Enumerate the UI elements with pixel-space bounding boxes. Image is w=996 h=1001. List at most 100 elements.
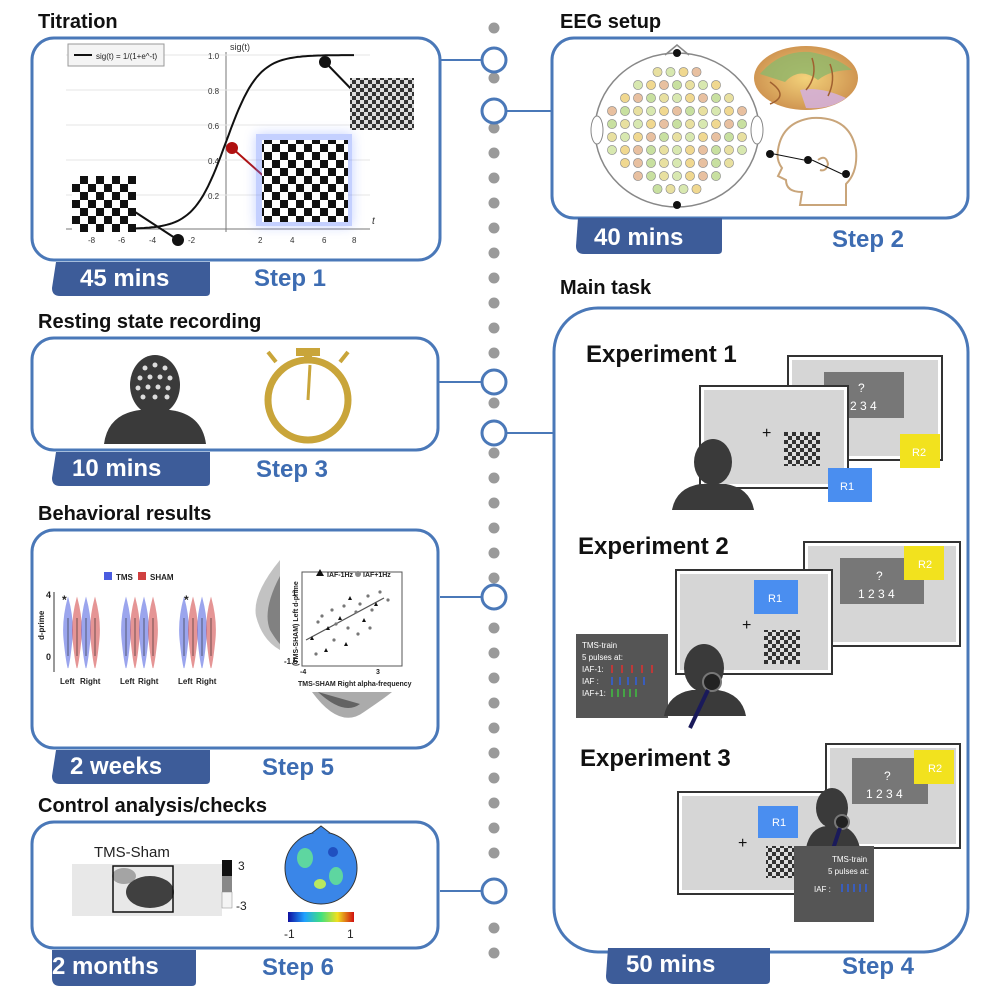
exp1-question: ? <box>858 381 865 395</box>
scatter-x-density-b <box>318 692 360 708</box>
eeg-electrode <box>672 132 682 142</box>
exp2-tms-row-3: IAF+1: <box>582 689 606 698</box>
exp1-checkerboard <box>784 432 820 466</box>
resting-panel <box>30 336 440 452</box>
scatter-point-iaf-plus <box>346 626 350 630</box>
timeline-dot <box>488 722 500 734</box>
sigmoid-ytick-3: 0.6 <box>208 122 220 131</box>
timeline-marker-eeg <box>480 97 508 125</box>
tf-map-title: TMS-Sham <box>94 844 170 861</box>
sigmoid-xtick-6: 4 <box>290 236 295 245</box>
titration-title: Titration <box>38 11 118 33</box>
scatter-points <box>310 590 390 656</box>
timeline-dot <box>488 797 500 809</box>
exp3-title: Experiment 3 <box>580 745 731 772</box>
topoplot: -1 1 <box>284 825 358 941</box>
exp3-tms-sub: 5 pulses at: <box>828 867 869 876</box>
sigmoid-xlabel: t <box>372 216 376 227</box>
eeg-electrode <box>685 106 695 116</box>
scatter-ylabel: (TMS-SHAM) Left d-prime <box>293 581 300 666</box>
violin-ytick-top: 4 <box>46 590 51 600</box>
exp1-participant-body <box>672 484 754 510</box>
eeg-electrode <box>691 67 702 77</box>
violin-xlabel-right-1: Right <box>80 677 101 686</box>
timeline-dot <box>488 472 500 484</box>
timeline-dot <box>488 147 500 159</box>
eeg-electrode <box>633 132 643 142</box>
timeline-marker-control <box>480 877 508 905</box>
timeline-dot <box>488 522 500 534</box>
exp2-tms-panel <box>576 634 668 718</box>
exp2-tms-coil-handle <box>688 689 710 729</box>
behavioral-title: Behavioral results <box>38 503 211 525</box>
high-level-dot <box>319 56 331 68</box>
resting-title: Resting state recording <box>38 311 261 333</box>
eeg-electrode <box>698 132 708 142</box>
exp2-tms-coil-icon <box>702 672 722 692</box>
low-level-dot <box>172 234 184 246</box>
exp3-tms-coil-icon <box>834 814 850 830</box>
scatter-y-density-b <box>267 576 280 644</box>
timeline-dot <box>488 247 500 259</box>
timeline <box>488 22 500 959</box>
behavioral-duration-badge <box>52 750 210 784</box>
eeg-electrode <box>698 80 708 90</box>
eeg-electrode-ground <box>673 49 681 57</box>
scatter-point-iaf-plus <box>366 594 370 598</box>
violin-xlabel-left-1: Left <box>60 677 75 686</box>
sigmoid-xtick-3: -4 <box>149 236 157 245</box>
titration-duration: 45 mins <box>80 265 169 292</box>
eeg-electrode <box>633 119 643 129</box>
eeg-electrode <box>711 119 721 129</box>
scatter-xtick-left: -4 <box>300 669 306 676</box>
timeline-marker-behavioral <box>480 583 508 611</box>
sigmoid-ytick-5: 0.2 <box>208 192 220 201</box>
timeline-dot <box>488 772 500 784</box>
exp3-pulse-train-iaf <box>841 884 867 892</box>
sigmoid-plot: 1.0 0.8 0.6 0.4 0.2 sig(t) t -8 -6 -4 -2… <box>66 42 414 246</box>
tf-colorbar-top: 3 <box>238 859 245 873</box>
eeg-electrode <box>659 106 669 116</box>
eeg-electrode <box>724 132 734 142</box>
exp3-options: 1 2 3 4 <box>866 787 903 801</box>
exp1-r2-label: R2 <box>912 447 926 459</box>
eeg-electrode <box>685 158 695 168</box>
timeline-dot <box>488 22 500 34</box>
main-task-duration: 50 mins <box>626 951 715 978</box>
timeline-marker-titration <box>480 46 508 74</box>
sigmoid-xtick-1: -8 <box>88 236 96 245</box>
eeg-electrode <box>633 145 643 155</box>
brain-illustration <box>754 46 858 110</box>
sigmoid-legend-box <box>67 43 165 67</box>
exp2-pulse-train-iaf-minus-1 <box>611 665 653 673</box>
eeg-electrode <box>685 80 695 90</box>
exp2-r1-label: R1 <box>768 593 782 605</box>
exp2-options: 1 2 3 4 <box>858 587 895 601</box>
eeg-electrode <box>685 171 695 181</box>
eeg-electrode <box>659 145 669 155</box>
eeg-electrode <box>711 93 721 103</box>
exp3-r2-label: R2 <box>928 763 942 775</box>
exp2-stimuli: ? 1 2 3 4 R2 + R1 TMS-train 5 pulses at:… <box>576 541 961 729</box>
eeg-electrode <box>724 145 734 155</box>
eeg-electrode <box>607 119 617 129</box>
legend-tms: TMS <box>116 573 134 582</box>
threshold-dot <box>226 142 238 154</box>
eeg-electrode <box>678 67 689 77</box>
eeg-electrode <box>607 145 617 155</box>
eeg-electrode <box>711 106 721 116</box>
head-silhouette-icon <box>104 355 206 444</box>
eeg-cap-layout <box>590 44 764 209</box>
scatter-ytick-bottom: -1.5 <box>284 657 298 666</box>
sigmoid-legend-text: sig(t) = 1/(1+e^-t) <box>96 52 157 61</box>
timeline-dot <box>488 947 500 959</box>
tf-map-cluster <box>126 876 174 908</box>
timeline-dot <box>488 172 500 184</box>
eeg-electrode <box>620 93 630 103</box>
scatter-point-iaf-plus <box>370 608 374 612</box>
exp1-r1-label: R1 <box>840 481 854 493</box>
eeg-electrode <box>737 119 747 129</box>
exp2-question: ? <box>876 569 883 583</box>
